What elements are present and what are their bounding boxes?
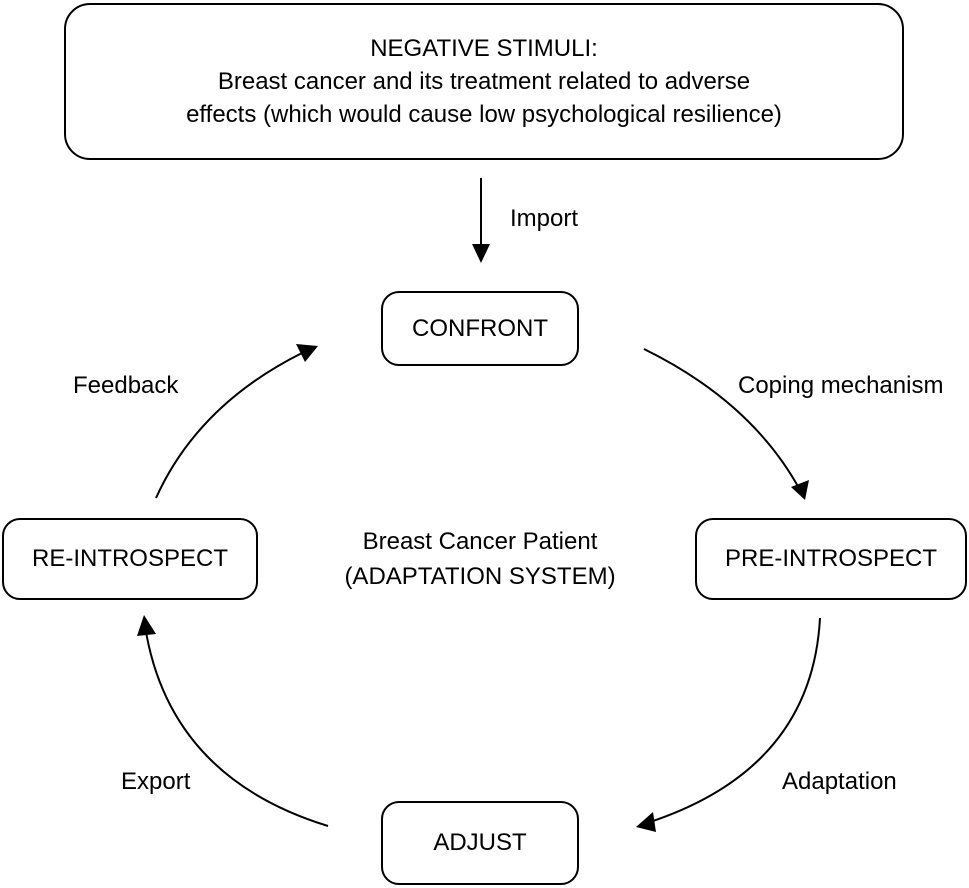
coping-mechanism-label: Coping mechanism <box>738 372 944 399</box>
re-introspect-label: RE-INTROSPECT <box>31 545 228 572</box>
adjust-node: ADJUST <box>381 801 579 885</box>
re-introspect-node: RE-INTROSPECT <box>2 518 258 600</box>
stimuli-heading: NEGATIVE STIMULI: <box>370 35 598 62</box>
adaptation-system-caption: Breast Cancer Patient (ADAPTATION SYSTEM… <box>300 524 660 594</box>
export-arrow <box>137 615 329 827</box>
adaptation-label: Adaptation <box>782 768 897 795</box>
stimuli-line-1: Breast cancer and its treatment related … <box>217 68 751 95</box>
stimuli-line-2: effects (which would cause low psycholog… <box>186 101 782 128</box>
feedback-label: Feedback <box>73 372 179 399</box>
import-arrow <box>472 178 490 263</box>
negative-stimuli-box: NEGATIVE STIMULI: Breast cancer and its … <box>64 3 904 160</box>
confront-node: CONFRONT <box>381 291 579 366</box>
adaptation-arrow <box>636 617 821 832</box>
center-line-2: (ADAPTATION SYSTEM) <box>344 563 616 590</box>
adjust-label: ADJUST <box>433 829 527 856</box>
pre-introspect-label: PRE-INTROSPECT <box>724 545 937 572</box>
feedback-arrow <box>155 344 318 499</box>
coping-arrow <box>643 348 809 500</box>
export-label: Export <box>121 768 191 795</box>
center-line-1: Breast Cancer Patient <box>362 528 598 555</box>
pre-introspect-node: PRE-INTROSPECT <box>695 518 967 600</box>
confront-label: CONFRONT <box>412 314 548 342</box>
import-label: Import <box>510 205 579 232</box>
